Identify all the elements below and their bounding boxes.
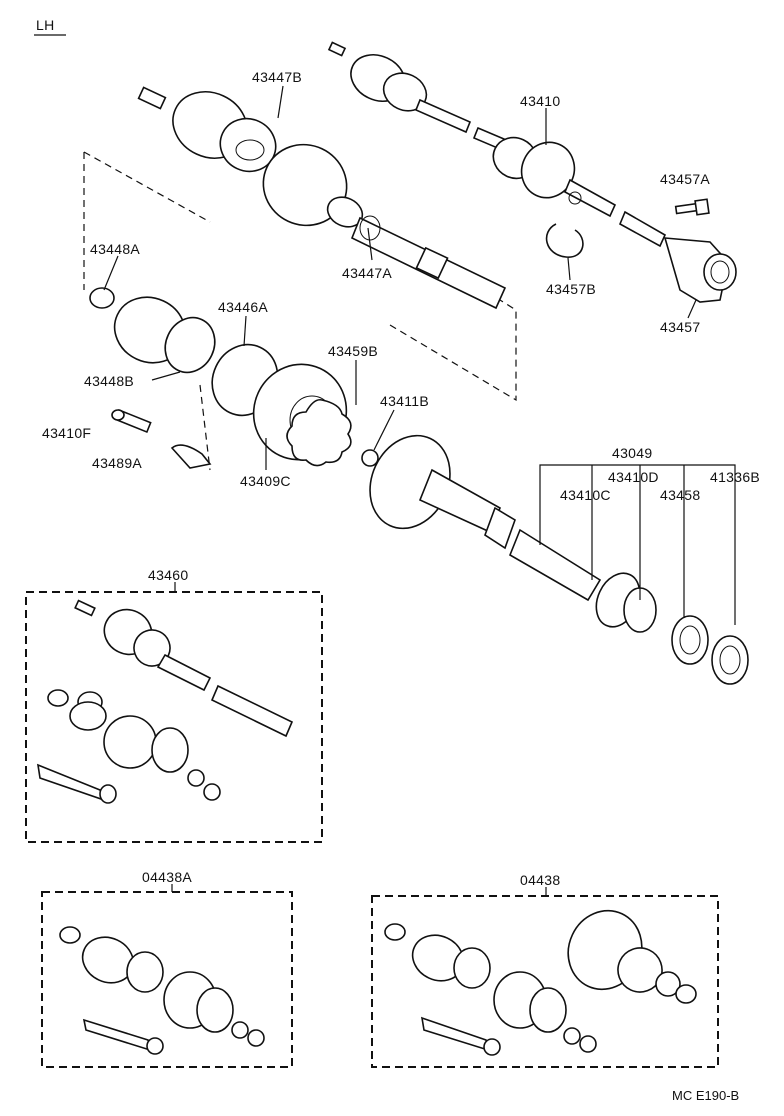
label-43447b: 43447B bbox=[252, 69, 302, 85]
label-43448b: 43448B bbox=[84, 373, 134, 389]
bolt-43410f bbox=[111, 408, 152, 434]
kit-box-04438 bbox=[371, 895, 719, 1068]
label-43489a: 43489A bbox=[92, 455, 142, 471]
leader-43457 bbox=[687, 299, 697, 319]
clip-43489a bbox=[170, 444, 212, 469]
label-43049: 43049 bbox=[612, 445, 652, 461]
side-label: LH bbox=[36, 17, 55, 33]
inner-joint-group bbox=[89, 287, 379, 467]
label-43410f: 43410F bbox=[42, 425, 91, 441]
leader-43447a bbox=[367, 227, 373, 261]
upper-right-shaft bbox=[327, 41, 667, 248]
label-43410: 43410 bbox=[520, 93, 560, 109]
kit-04438a-parts bbox=[59, 926, 265, 1055]
label-04438: 04438 bbox=[520, 872, 560, 888]
label-43458: 43458 bbox=[660, 487, 700, 503]
label-43411b: 43411B bbox=[380, 393, 429, 409]
dashed-guide-right bbox=[389, 299, 517, 402]
label-43409c: 43409C bbox=[240, 473, 291, 489]
label-43457: 43457 bbox=[660, 319, 700, 335]
label-43410d: 43410D bbox=[608, 469, 659, 485]
label-43460: 43460 bbox=[148, 567, 188, 583]
leader-43411b bbox=[373, 409, 395, 451]
leader-43457b bbox=[567, 257, 571, 281]
label-41336b: 41336B bbox=[710, 469, 760, 485]
label-43457a: 43457A bbox=[660, 171, 710, 187]
leader-43447b bbox=[277, 85, 284, 119]
main-long-shaft bbox=[137, 86, 507, 310]
label-43459b: 43459B bbox=[328, 343, 378, 359]
outer-housing bbox=[369, 434, 749, 685]
label-43410c: 43410C bbox=[560, 487, 611, 503]
kit-43460-parts bbox=[36, 599, 294, 804]
clip-43457b bbox=[545, 223, 584, 258]
bearing-bracket bbox=[663, 237, 737, 303]
label-43448a: 43448A bbox=[90, 241, 140, 257]
dashed-guide-bottom bbox=[199, 384, 211, 471]
bolt-43457a bbox=[674, 198, 710, 216]
kit-box-43460 bbox=[25, 591, 323, 843]
label-43447a: 43447A bbox=[342, 265, 392, 281]
leader-43446a bbox=[243, 315, 247, 347]
kit-box-04438a bbox=[41, 891, 293, 1068]
label-43446a: 43446A bbox=[218, 299, 268, 315]
kit-04438-parts bbox=[384, 909, 697, 1056]
label-04438a: 04438A bbox=[142, 869, 192, 885]
drawing-code: MC E190-B bbox=[672, 1088, 739, 1103]
leader-43448a bbox=[103, 255, 119, 291]
label-43457b: 43457B bbox=[546, 281, 596, 297]
leader-43049 bbox=[539, 464, 736, 625]
leader-43448b bbox=[151, 371, 181, 381]
dashed-guide-left bbox=[83, 151, 211, 223]
